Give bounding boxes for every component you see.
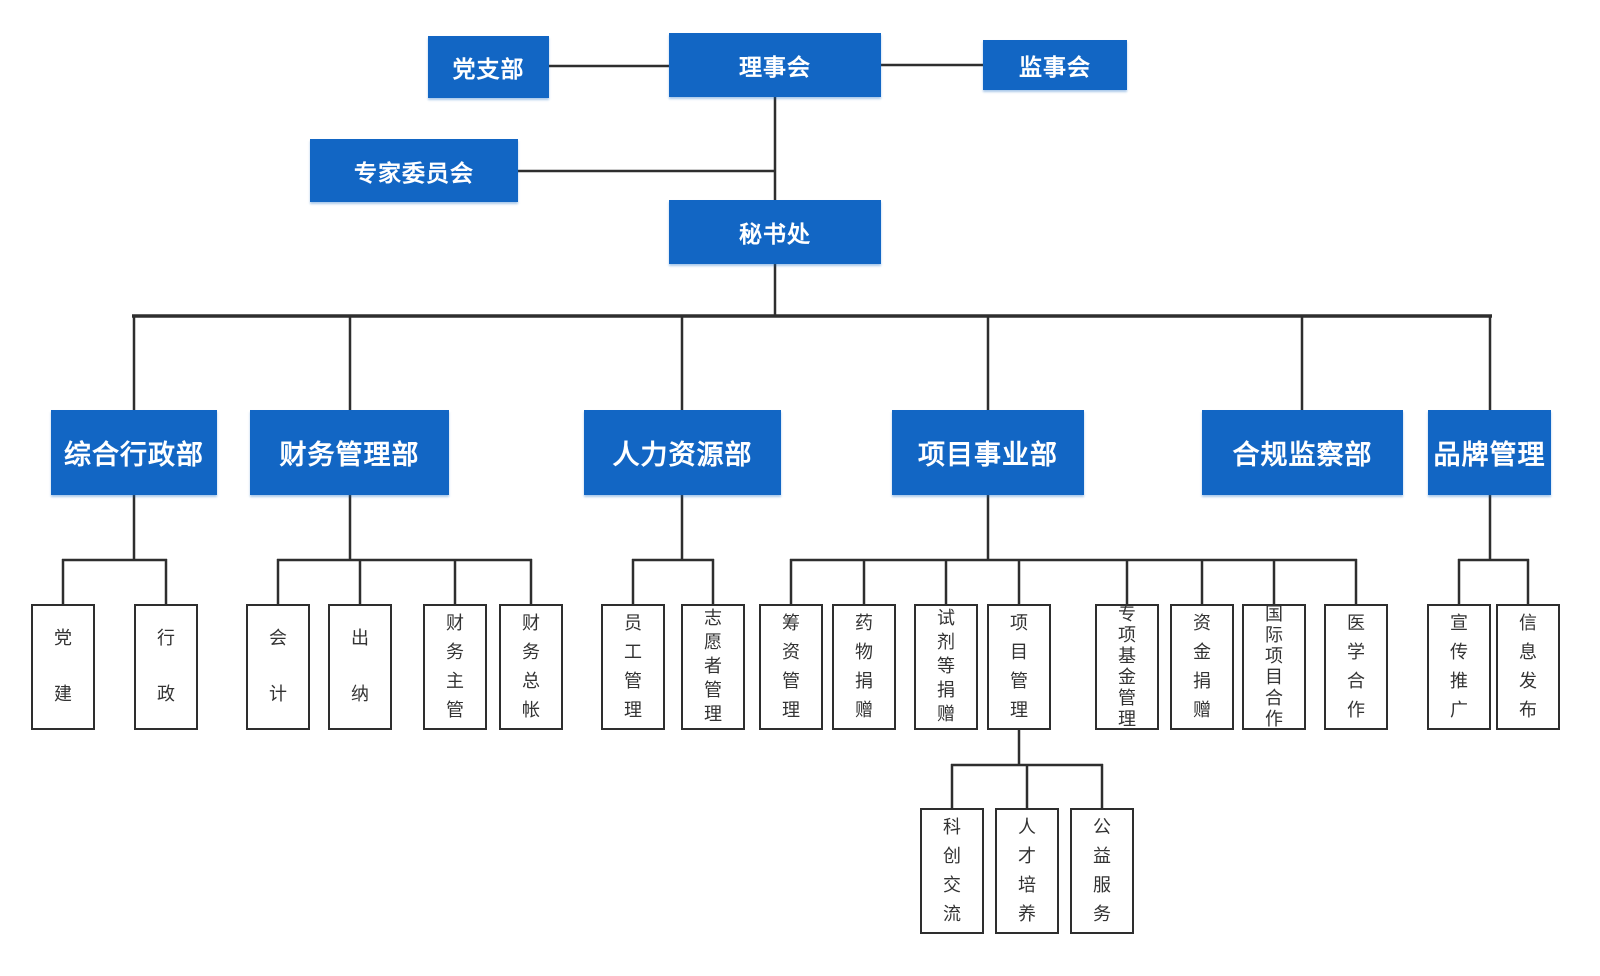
leaf-medical-cooperation: 医学合作 xyxy=(1324,604,1388,730)
leaf-finance-supervisor: 财务主管 xyxy=(423,604,487,730)
leaf-label: 财务总帐 xyxy=(522,613,540,721)
leaf-reagent-donation: 试剂等捐赠 xyxy=(914,604,978,730)
leaf-label: 试剂等捐赠 xyxy=(937,608,955,725)
leaf-label: 人才培养 xyxy=(1018,817,1036,925)
leaf-public-welfare-service: 公益服务 xyxy=(1070,808,1134,934)
leaf-label: 筹资管理 xyxy=(782,613,800,721)
connector-brand-management xyxy=(1457,495,1530,606)
connector-general-admin xyxy=(61,495,168,606)
leaf-label: 药物捐赠 xyxy=(855,613,873,721)
leaf-fundraising-management: 筹资管理 xyxy=(759,604,823,730)
leaf-label: 员工管理 xyxy=(624,613,642,721)
leaf-general-ledger: 财务总帐 xyxy=(499,604,563,730)
leaf-sci-innovation-exchange: 科创交流 xyxy=(920,808,984,934)
leaf-fund-donation: 资金捐赠 xyxy=(1170,604,1234,730)
leaf-label: 宣传推广 xyxy=(1450,613,1468,721)
leaf-administration: 行政 xyxy=(134,604,198,730)
connector-project-management xyxy=(950,730,1104,808)
node-secretariat: 秘书处 xyxy=(669,200,881,264)
leaf-volunteer-management: 志愿者管理 xyxy=(681,604,745,730)
leaf-party-building: 党建 xyxy=(31,604,95,730)
leaf-label: 科创交流 xyxy=(943,817,961,925)
leaf-label: 资金捐赠 xyxy=(1193,613,1211,721)
dept-project-division: 项目事业部 xyxy=(892,410,1084,495)
leaf-label: 公益服务 xyxy=(1093,817,1111,925)
node-party-branch: 党支部 xyxy=(428,36,549,98)
leaf-talent-cultivation: 人才培养 xyxy=(995,808,1059,934)
dept-human-resources: 人力资源部 xyxy=(584,410,781,495)
leaf-label: 出纳 xyxy=(351,628,369,705)
leaf-label: 财务主管 xyxy=(446,613,464,721)
leaf-label: 信息发布 xyxy=(1519,613,1537,721)
leaf-label: 党建 xyxy=(54,628,72,705)
dept-general-admin: 综合行政部 xyxy=(51,410,217,495)
leaf-label: 国际项目合作 xyxy=(1265,604,1283,730)
dept-finance-management: 财务管理部 xyxy=(250,410,449,495)
leaf-international-project-cooperation: 国际项目合作 xyxy=(1242,604,1306,730)
node-expert-committee: 专家委员会 xyxy=(310,139,518,202)
leaf-publicity-promotion: 宣传推广 xyxy=(1427,604,1491,730)
leaf-accounting: 会计 xyxy=(246,604,310,730)
leaf-special-fund-management: 专项基金管理 xyxy=(1095,604,1159,730)
leaf-cashier: 出纳 xyxy=(328,604,392,730)
leaf-drug-donation: 药物捐赠 xyxy=(832,604,896,730)
connector-finance xyxy=(276,495,533,606)
dept-compliance-supervision: 合规监察部 xyxy=(1202,410,1403,495)
leaf-label: 专项基金管理 xyxy=(1118,604,1136,730)
node-council: 理事会 xyxy=(669,33,881,97)
leaf-label: 会计 xyxy=(269,628,287,705)
leaf-employee-management: 员工管理 xyxy=(601,604,665,730)
leaf-label: 项目管理 xyxy=(1010,613,1028,721)
leaf-label: 行政 xyxy=(157,628,175,705)
leaf-information-release: 信息发布 xyxy=(1496,604,1560,730)
connector-top-level xyxy=(518,63,983,317)
leaf-project-management: 项目管理 xyxy=(987,604,1051,730)
connector-main-bus xyxy=(132,314,1492,411)
connector-project-division xyxy=(789,495,1358,606)
connector-human-resources xyxy=(631,495,715,606)
node-supervisory-board: 监事会 xyxy=(983,40,1127,90)
dept-brand-management: 品牌管理 xyxy=(1428,410,1551,495)
leaf-label: 医学合作 xyxy=(1347,613,1365,721)
leaf-label: 志愿者管理 xyxy=(704,608,722,725)
